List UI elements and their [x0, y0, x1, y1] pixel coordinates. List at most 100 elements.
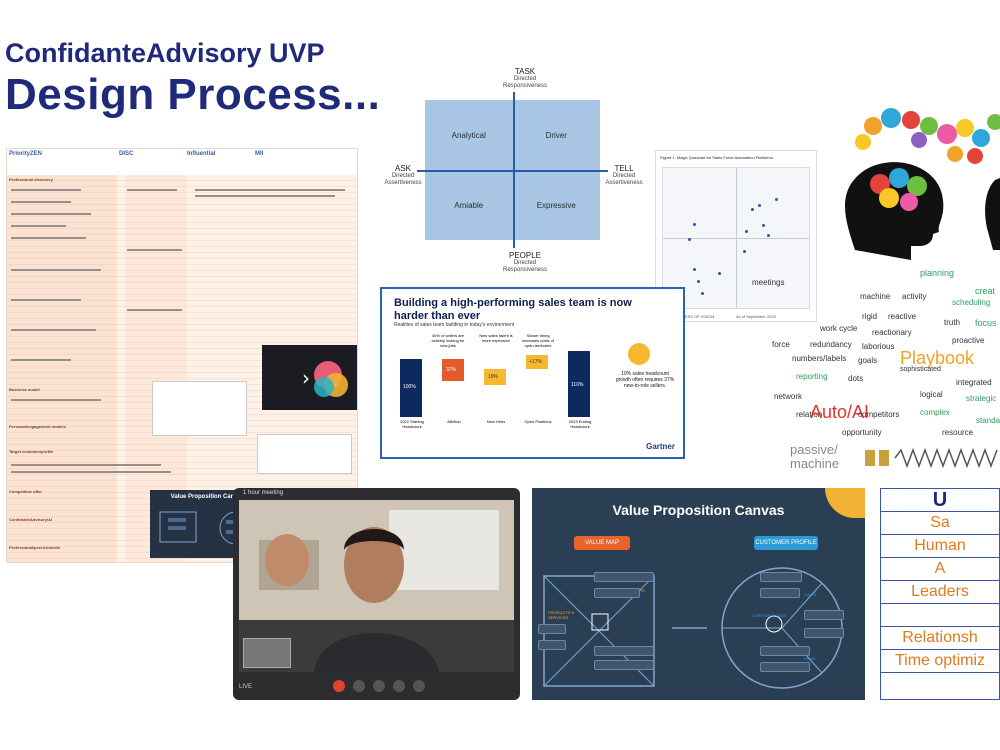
word-cloud-term: scheduling — [952, 298, 991, 307]
sheet-col-shade — [7, 175, 117, 562]
sheet-text-line — [11, 359, 71, 361]
video-feed — [239, 500, 514, 672]
table-row — [881, 604, 999, 627]
word-cloud-term: numbers/labels — [792, 354, 847, 363]
vendor-dot — [745, 230, 748, 233]
vpc-note — [594, 572, 654, 582]
gartner-infographic: Building a high-performing sales team is… — [380, 287, 685, 459]
waterfall-value: 110% — [571, 382, 584, 388]
word-cloud-term: integrated — [956, 378, 992, 387]
quadrant-cell: Expressive — [536, 200, 576, 210]
sheet-text-line — [11, 269, 101, 271]
sheet-text-line — [11, 189, 81, 191]
word-cloud-term: machine — [860, 292, 891, 301]
mind-heads-illustration — [815, 100, 1000, 270]
live-badge: LIVE — [239, 684, 253, 690]
table-row — [881, 673, 999, 696]
waterfall-label: Attrition — [447, 419, 461, 424]
word-cloud-term: focus — [975, 318, 997, 328]
waterfall-bar — [484, 369, 506, 385]
waterfall-label: 2023 Ending Headcount — [568, 419, 592, 429]
quadrant-axis-horizontal — [417, 170, 608, 172]
quadrant-top-label: TASK Directed Responsiveness — [502, 67, 548, 89]
more-options-button[interactable] — [413, 680, 425, 692]
table-row: Relationsh — [881, 627, 999, 650]
word-cloud-term: machine — [790, 456, 840, 471]
sheet-text-line — [11, 329, 96, 331]
vendor-dot — [743, 250, 746, 253]
vpc-note — [760, 646, 810, 656]
social-styles-quadrant: TASK Directed Responsiveness PEOPLE Dire… — [384, 65, 645, 275]
quadrant-cell: Driver — [545, 130, 567, 140]
waterfall-bar — [442, 359, 464, 381]
gartner-callout: Slower hiring increases costs of open te… — [521, 333, 554, 348]
quadrant-grid: Analytical Driver Amiable Expressive — [417, 92, 608, 248]
slide-title: ConfidanteAdvisory UVP — [5, 38, 325, 68]
waterfall-label: Open Positions — [524, 419, 552, 424]
sheet-text-line — [127, 189, 177, 191]
vpc-left-label: PRODUCTS & SERVICES — [548, 610, 575, 620]
word-cloud-term: laborious — [862, 342, 895, 351]
raise-hand-button[interactable] — [393, 680, 405, 692]
magic-quadrant-date: As of September 2023 — [736, 314, 776, 319]
sheet-section: Target customer/profile — [9, 449, 54, 454]
word-cloud-term: resource — [942, 428, 974, 437]
gartner-logo: Gartner — [646, 442, 675, 451]
quadrant-right-label: TELL Directed Assertiveness — [605, 164, 643, 186]
quadrant-cell: Analytical — [451, 130, 486, 140]
quadrant-cell: Amiable — [454, 200, 484, 210]
gartner-callout: 40% of sellers are actively looking for … — [431, 333, 465, 348]
vendor-dot — [688, 238, 691, 241]
sheet-col-header: Influential — [187, 151, 216, 157]
vendor-dot — [767, 234, 770, 237]
word-cloud-term: sophisticated — [900, 366, 941, 373]
vendor-dot — [697, 280, 700, 283]
sheet-text-line — [127, 309, 182, 311]
vpc-note — [804, 610, 844, 620]
sheet-text-line — [195, 195, 335, 197]
table-row: Leaders — [881, 581, 999, 604]
end-call-button[interactable] — [333, 680, 345, 692]
svg-text:›: › — [302, 366, 310, 390]
word-cloud-term: strategic — [966, 394, 997, 403]
gartner-callout: New sales talent is more expensive — [479, 333, 513, 343]
logo-graphic: › — [302, 361, 348, 397]
gartner-stat: 10% sales headcount growth often require… — [615, 371, 675, 389]
table-row: Time optimiz — [881, 650, 999, 673]
word-cloud-term: competitors — [858, 410, 900, 419]
sheet-section: Personal/engagement models — [9, 424, 66, 429]
meeting-header: 1 hour meeting — [243, 490, 284, 496]
word-cloud-term: creat — [975, 286, 996, 296]
slide-subtitle: Design Process... — [5, 70, 381, 119]
magic-quadrant-figure: Figure 1. Magic Quadrant for Sales Force… — [655, 150, 817, 322]
embedded-table-screenshot — [257, 434, 352, 474]
vpc-right-label: GAINS — [804, 592, 817, 597]
vpc-note — [538, 640, 566, 650]
word-cloud-term: meetings — [752, 278, 785, 287]
vendor-dot — [762, 224, 765, 227]
vpc-note — [760, 572, 802, 582]
table-row: A — [881, 558, 999, 581]
gartner-subtitle: Realities of sales team building in toda… — [394, 322, 515, 328]
vpc-right-label: CUSTOMER JOBS — [752, 613, 787, 618]
vendor-dot — [701, 292, 704, 295]
vpc-right-label: PAINS — [804, 656, 816, 661]
word-cloud-term: planning — [920, 268, 955, 278]
word-cloud-term: reporting — [796, 372, 828, 381]
mute-button[interactable] — [353, 680, 365, 692]
camera-button[interactable] — [373, 680, 385, 692]
sheet-col-header: PriorityZEN — [9, 151, 43, 157]
table-row: Sa — [881, 512, 999, 535]
word-cloud-term: force — [772, 340, 790, 349]
word-cloud-term: logical — [920, 390, 943, 399]
sheet-text-line — [11, 471, 171, 473]
vendor-dot — [758, 204, 761, 207]
vpc-customer-profile-tag: CUSTOMER PROFILE — [754, 536, 818, 550]
vendor-dot — [693, 223, 696, 226]
word-cloud-term: network — [774, 392, 803, 401]
word-cloud-term: passive/ — [790, 442, 838, 457]
video-call-window: 1 hour meeting LIVE — [233, 488, 520, 700]
gartner-headline: Building a high-performing sales team is… — [394, 297, 632, 322]
sheet-text-line — [11, 225, 66, 227]
